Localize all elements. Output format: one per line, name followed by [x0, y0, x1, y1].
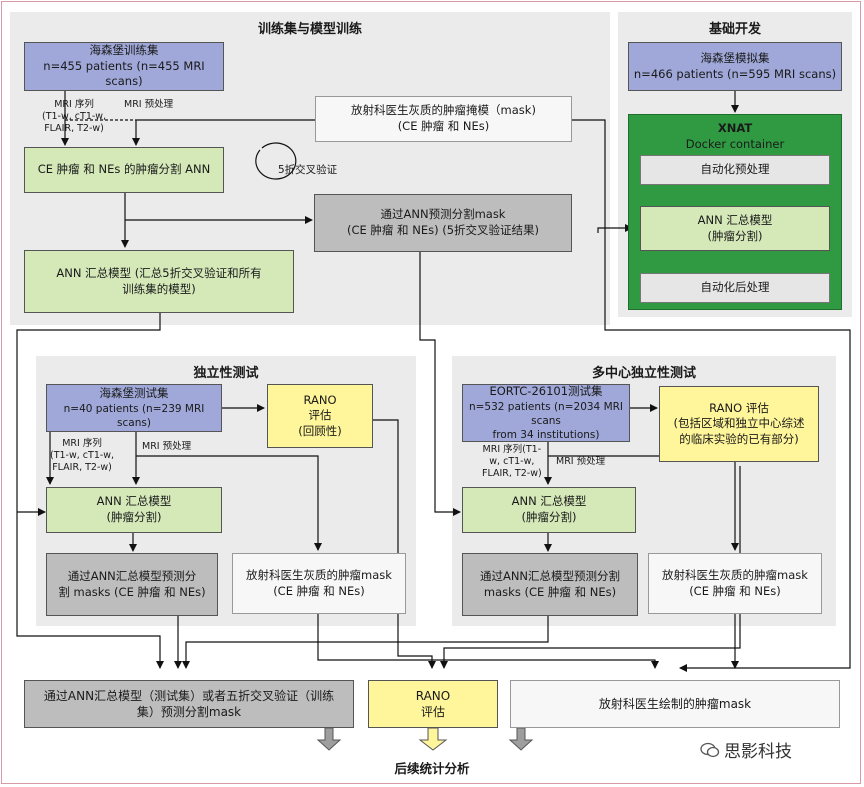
basic-panel-title: 基础开发	[708, 22, 761, 37]
multicenter-mri-seq-label: MRI 序列(T1-w, cT1-w,FLAIR, T2-w)	[482, 444, 542, 479]
down-arrow-center	[418, 727, 448, 751]
training-panel-title: 训练集与模型训练	[257, 22, 362, 37]
cross-validation-label: 5折交叉验证	[278, 164, 338, 176]
ann-predicted-mask-training: 通过ANN预测分割mask (CE 肿瘤 和 NEs) (5折交叉验证结果)	[314, 194, 572, 252]
watermark-text: 思影科技	[724, 742, 792, 762]
bottom-predicted-mask: 通过ANN汇总模型（测试集）或者五折交叉验证（训练 集）预测分割mask	[24, 680, 354, 728]
down-arrow-right	[508, 727, 534, 751]
radiologist-mask-training: 放射科医生灰质的肿瘤掩模（mask) (CE 肿瘤 和 NEs)	[315, 96, 572, 142]
rano-retrospective-box: RANO 评估 (回顾性)	[267, 384, 373, 448]
heidelberg-test-set: 海森堡测试集 n=40 patients (n=239 MRI scans)	[46, 384, 222, 432]
independent-panel-title: 独立性测试	[193, 366, 259, 381]
independent-mri-preprocess-label: MRI 预处理	[142, 441, 192, 452]
bottom-radiologist-mask: 放射科医生绘制的肿瘤mask	[510, 680, 840, 728]
down-arrow-left	[316, 727, 342, 751]
ann-summary-model-independent: ANN 汇总模型 (肿瘤分割)	[46, 487, 222, 533]
heidelberg-simulation-set: 海森堡模拟集 n=466 patients (n=595 MRI scans)	[628, 42, 842, 91]
auto-postprocessing-box: 自动化后处理	[640, 273, 830, 303]
bottom-rano: RANO 评估	[368, 680, 498, 728]
multicenter-panel-title: 多中心独立性测试	[591, 366, 696, 381]
final-statistical-analysis-label: 后续统计分析	[394, 761, 470, 776]
radiologist-mask-multicenter: 放射科医生灰质的肿瘤mask (CE 肿瘤 和 NEs)	[648, 553, 822, 614]
ann-segmentation-box: CE 肿瘤 和 NEs 的肿瘤分割 ANN	[24, 147, 224, 193]
heidelberg-training-set: 海森堡训练集 n=455 patients (n=455 MRI scans)	[24, 42, 224, 91]
ann-summary-model-docker: ANN 汇总模型 (肿瘤分割)	[640, 206, 830, 251]
train-mri-preprocess-label: MRI 预处理	[124, 99, 174, 110]
auto-preprocessing-box: 自动化预处理	[640, 155, 830, 185]
ann-summary-model-multicenter: ANN 汇总模型 (肿瘤分割)	[462, 487, 636, 533]
eortc-test-set: EORTC-26101测试集 n=532 patients (n=2034 MR…	[462, 384, 630, 442]
watermark: 思影科技	[700, 737, 792, 762]
radiologist-mask-independent: 放射科医生灰质的肿瘤mask (CE 肿瘤 和 NEs)	[232, 553, 406, 614]
ann-predicted-mask-multicenter: 通过ANN汇总模型预测分割 masks (CE 肿瘤 和 NEs)	[462, 553, 638, 616]
independent-mri-seq-label: MRI 序列(T1-w, cT1-w,FLAIR, T2-w)	[50, 438, 115, 473]
wechat-icon	[700, 742, 720, 758]
multicenter-mri-preprocess-label: MRI 预处理	[556, 456, 606, 467]
train-mri-seq-label: MRI 序列(T1-w, cT1-w,FLAIR, T2-w)	[42, 99, 107, 134]
ann-summary-model-training: ANN 汇总模型 (汇总5折交叉验证和所有 训练集的模型)	[24, 250, 294, 313]
ann-predicted-mask-independent: 通过ANN汇总模型预测分 割 masks (CE 肿瘤 和 NEs)	[46, 553, 218, 616]
rano-clinical-trial-box: RANO 评估 (包括区域和独立中心综述 的临床实验的已有部分)	[659, 386, 819, 462]
